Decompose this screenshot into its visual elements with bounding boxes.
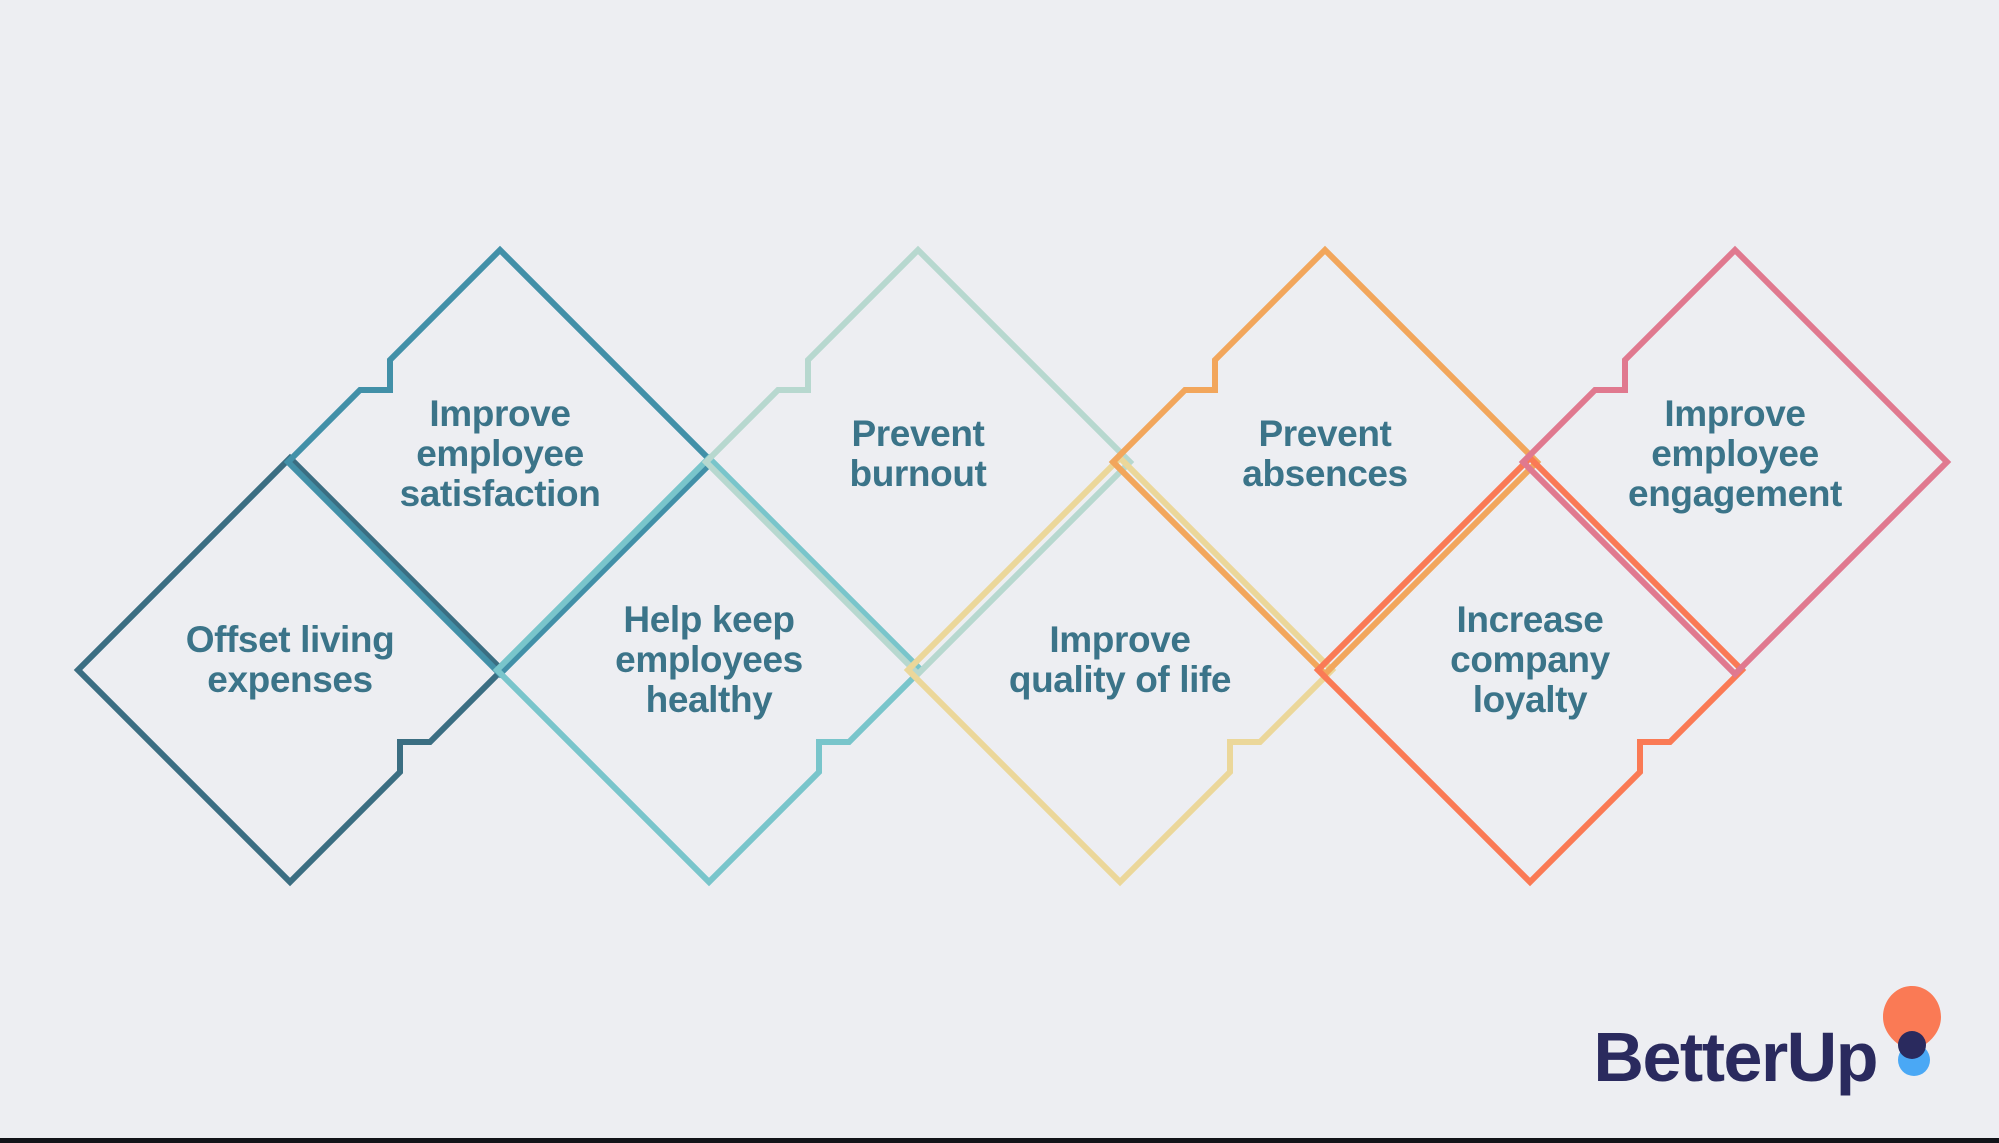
diamond-4 <box>903 453 1337 887</box>
balloon-drop-shape <box>1883 986 1941 1056</box>
diamond-6 <box>1313 453 1747 887</box>
diamond-1 <box>283 245 717 679</box>
betterup-logo: BetterUp <box>1593 984 1943 1096</box>
diamond-shapes-group <box>73 245 1952 887</box>
diamond-7 <box>1518 245 1952 679</box>
betterup-wordmark: BetterUp <box>1593 1017 1878 1096</box>
balloon-navy-dot <box>1898 1031 1926 1059</box>
diamond-5 <box>1108 245 1542 679</box>
betterup-balloon-icon <box>1883 986 1941 1076</box>
diamond-2 <box>492 453 926 887</box>
diamond-0 <box>73 453 507 887</box>
diamond-3 <box>701 245 1135 679</box>
